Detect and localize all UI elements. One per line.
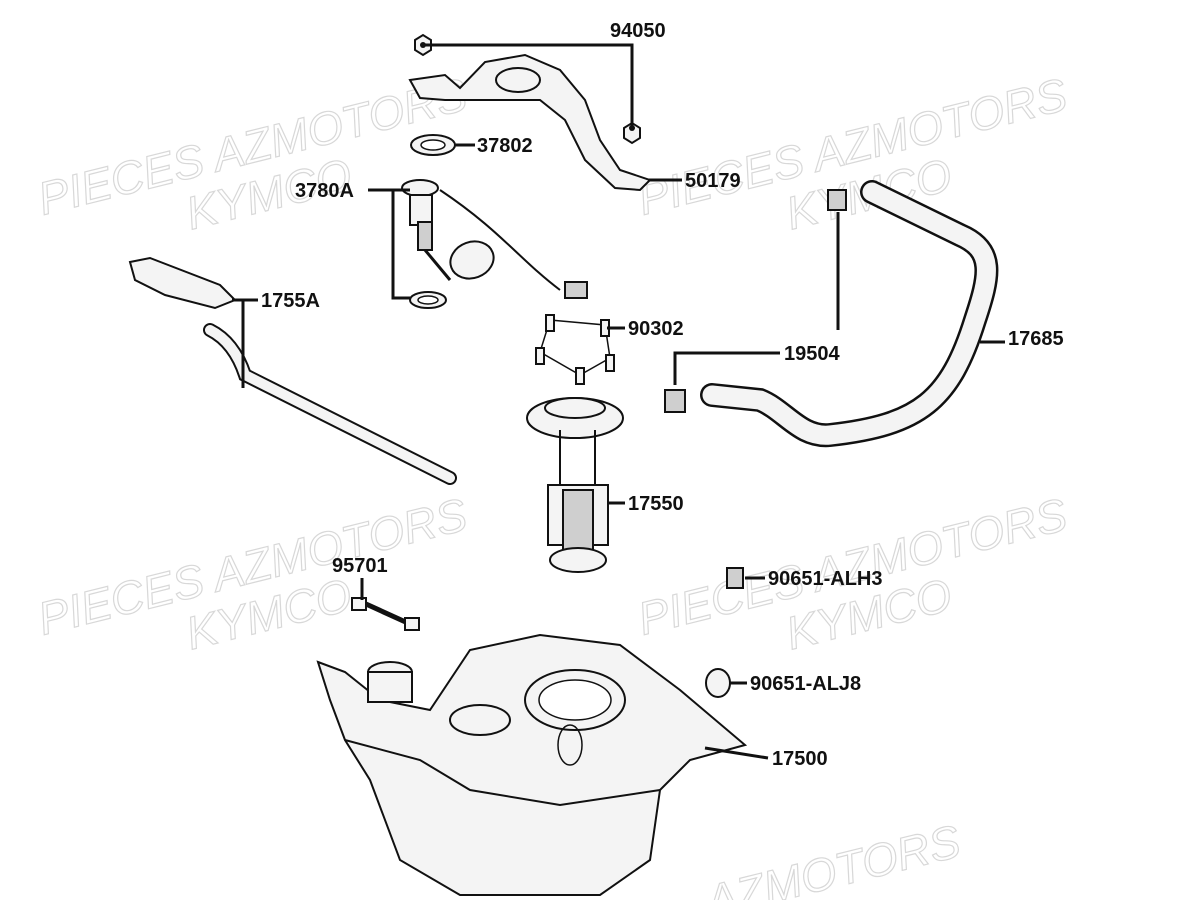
leader-lines bbox=[232, 42, 1005, 760]
breather-hose-part bbox=[128, 256, 457, 485]
watermark-5: AZMOTORS bbox=[697, 814, 966, 900]
fuel-hose-part bbox=[664, 180, 999, 448]
gasket-ring-part bbox=[410, 134, 456, 156]
label-94050: 94050 bbox=[610, 20, 666, 42]
label-90651-ALH3: 90651-ALH3 bbox=[768, 568, 883, 590]
label-1755A: 1755A bbox=[261, 290, 320, 312]
fuel-gauge-part bbox=[401, 179, 588, 309]
label-3780A: 3780A bbox=[295, 180, 354, 202]
watermark-4: PIECES AZMOTORS KYMCO bbox=[632, 487, 1073, 660]
label-17685: 17685 bbox=[1008, 328, 1064, 350]
label-17500: 17500 bbox=[772, 748, 828, 770]
fuel-tank-part bbox=[316, 633, 748, 896]
watermark-1: PIECES AZMOTORS KYMCO bbox=[32, 67, 473, 240]
watermark-3: PIECES AZMOTORS KYMCO bbox=[32, 487, 473, 660]
label-17550: 17550 bbox=[628, 493, 684, 515]
label-19504: 19504 bbox=[784, 343, 840, 365]
label-90651-ALJ8: 90651-ALJ8 bbox=[750, 673, 861, 695]
clip-a-part bbox=[726, 567, 744, 589]
label-50179: 50179 bbox=[685, 170, 741, 192]
bolt-set-part bbox=[535, 314, 615, 385]
bracket-part bbox=[408, 53, 652, 192]
svg-text:AZMOTORS: AZMOTORS bbox=[698, 814, 966, 900]
fuel-pump-part bbox=[526, 397, 624, 573]
label-95701: 95701 bbox=[332, 555, 388, 577]
label-37802: 37802 bbox=[477, 135, 533, 157]
label-90302: 90302 bbox=[628, 318, 684, 340]
bolt-part bbox=[351, 597, 420, 631]
clip-b-part bbox=[705, 668, 731, 698]
